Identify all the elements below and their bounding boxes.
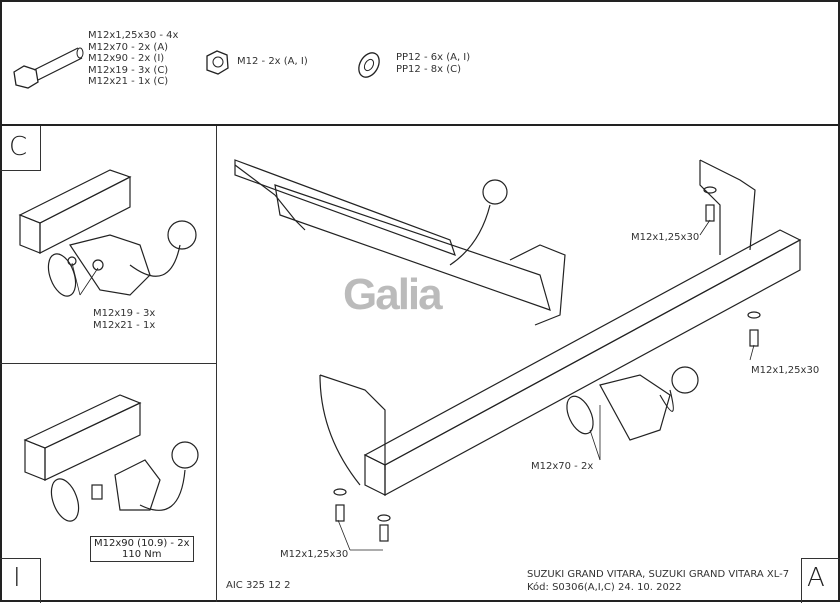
panel-a-towbar-drawing: [234, 159, 802, 551]
panel-c-callout: M12x19 - 3x M12x21 - 1x: [93, 308, 155, 331]
callout-line: M12x90 (10.9) - 2x: [94, 538, 190, 549]
callout-line: M12x19 - 3x: [93, 308, 156, 319]
callout-right: M12x1,25x30: [751, 365, 820, 376]
washer-icon: [358, 52, 380, 78]
drawing-number: AIC 325 12 2: [226, 580, 291, 591]
bolt-list: M12x1,25x30 - 4x M12x70 - 2x (A) M12x90 …: [88, 30, 178, 88]
panel-a-letter: A: [807, 563, 825, 593]
washer-item: PP12 - 8x (C): [396, 63, 461, 75]
product-code-date: Kód: S0306(A,I,C) 24. 10. 2022: [527, 582, 682, 593]
washer-list: PP12 - 6x (A, I) PP12 - 8x (C): [396, 52, 470, 75]
callout-top-right: M12x1,25x30: [631, 232, 700, 243]
panel-i-letter: I: [13, 563, 21, 593]
panel-i-callout: M12x90 (10.9) - 2x 110 Nm: [90, 536, 194, 562]
panel-a-letter-box: [801, 558, 840, 603]
galia-logo: Galia: [343, 270, 443, 319]
bolt-item: M12x1,25x30 - 4x: [88, 30, 179, 41]
callout-line: 110 Nm: [122, 549, 162, 560]
bolt-item: M12x21 - 1x (C): [88, 76, 169, 87]
panel-c-letter: C: [9, 132, 28, 162]
bolt-icon: [13, 47, 84, 89]
nut-label: M12 - 2x (A, I): [237, 56, 308, 67]
panel-i-hitch-drawing: [23, 394, 199, 522]
callout-bottom-left: M12x1,25x30: [280, 549, 349, 560]
bolt-item: M12x90 - 2x (I): [88, 53, 165, 64]
panel-i-letter-box: [0, 558, 41, 603]
vehicle-model: SUZUKI GRAND VITARA, SUZUKI GRAND VITARA…: [527, 569, 790, 580]
bolt-item: M12x19 - 3x (C): [88, 64, 169, 76]
nut-icon: [206, 50, 229, 75]
panel-divider-horizontal: [0, 363, 217, 364]
panel-c-letter-box: [0, 126, 41, 171]
washer-item: PP12 - 6x (A, I): [396, 52, 471, 63]
panel-c-hitch-drawing: [18, 169, 197, 297]
panel-divider-vertical: [216, 126, 217, 602]
bolt-item: M12x70 - 2x (A): [88, 41, 169, 53]
callout-center: M12x70 - 2x: [531, 461, 594, 472]
callout-line: M12x21 - 1x: [93, 319, 156, 331]
